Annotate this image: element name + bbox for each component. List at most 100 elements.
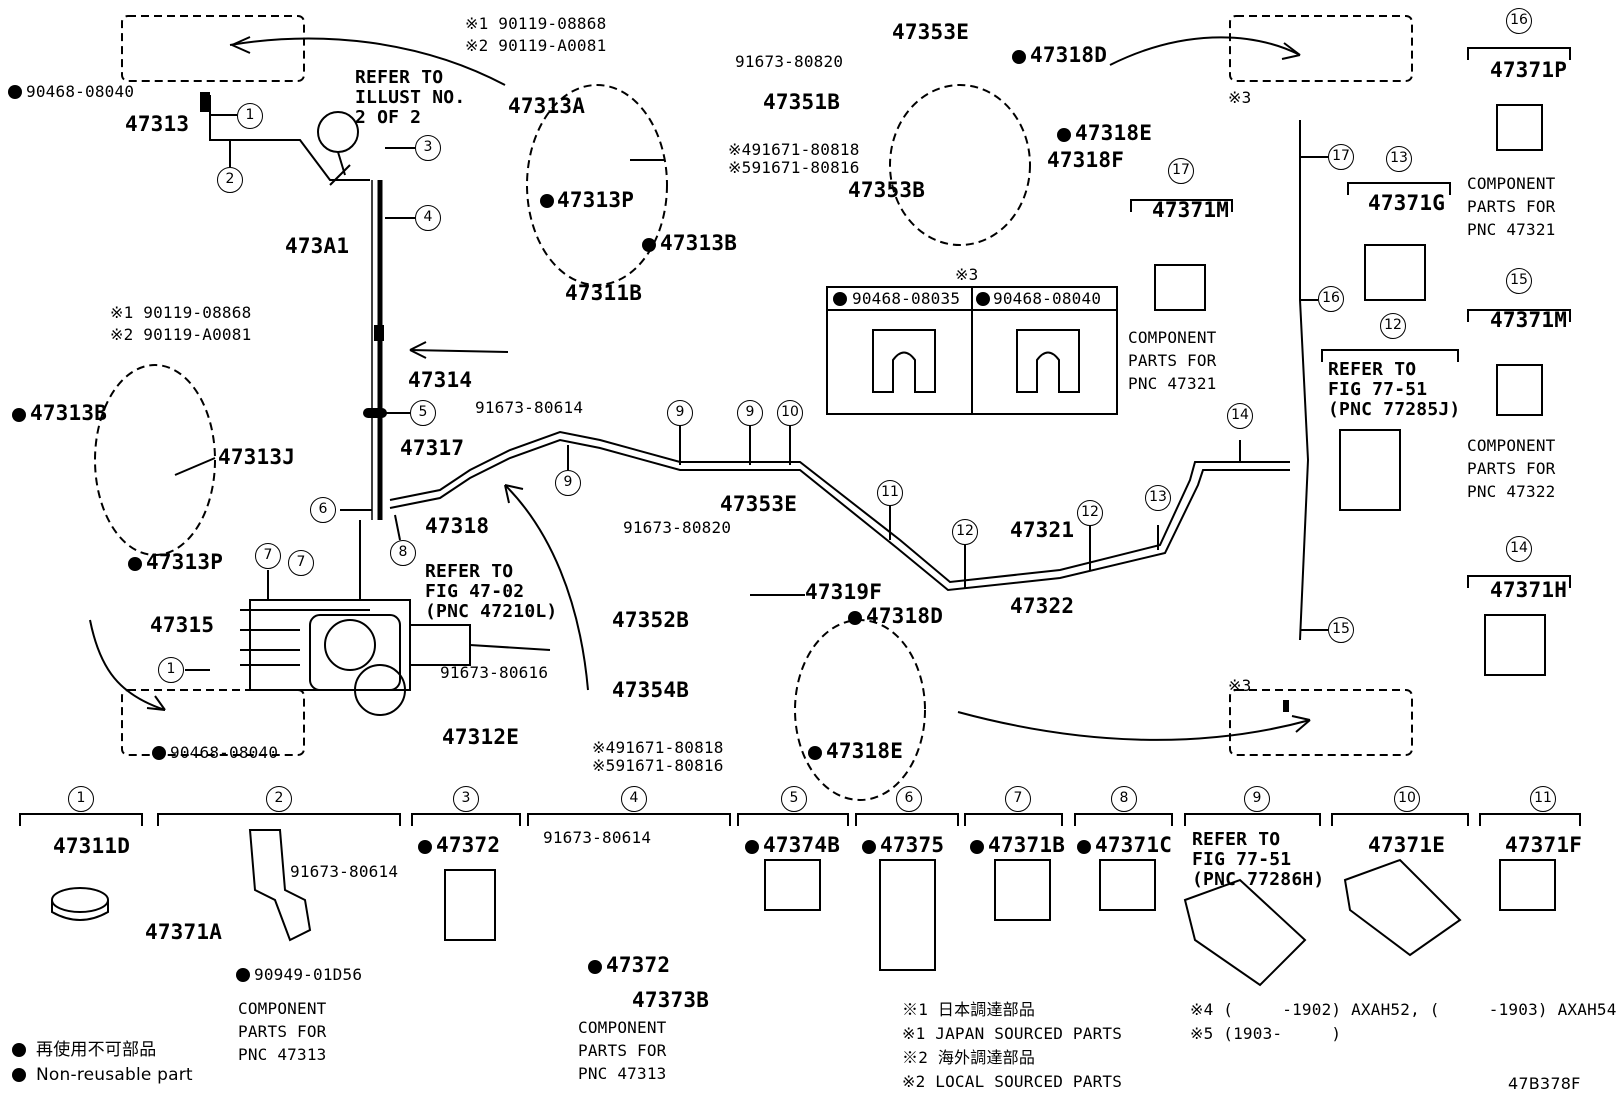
non-reusable-mark [808,746,822,760]
legend-dot [12,1043,26,1057]
bottom-part-3-num: 3 [453,786,479,812]
label-x1-left: ※1 90119-08868 [110,303,252,322]
right-part-15-num: 15 [1506,268,1532,294]
bottom-part-11-pn: 47371F [1505,833,1583,857]
legend-jp: 再使用不可部品 [36,1040,157,1060]
right-part-15-pn: 47371M [1490,308,1568,332]
index-1-top: 1 [237,103,263,129]
right-part-16-note: COMPONENT PARTS FOR PNC 47321 [1467,174,1556,239]
right-part-16-num: 16 [1506,8,1532,34]
index-8: 8 [390,540,416,566]
bottom-part-2-num: 2 [266,786,292,812]
label-47353B: 47353B [848,178,926,202]
bottom-part-9-pn: REFER TO FIG 77-51 (PNC 77286H) [1192,829,1325,890]
label-47318E-mid: 47318E [826,739,904,763]
bottom-part-4-num: 4 [621,786,647,812]
right-part-14-pn: 47371H [1490,578,1568,602]
bottom-part-1-num: 1 [68,786,94,812]
label-47313P-top: 47313P [557,188,635,212]
right-part-13-pn: 47371G [1368,191,1446,215]
bottom-part-4-pn: 91673-80614 [543,828,652,847]
detail-box-top-left [121,15,305,82]
non-reusable-mark [8,85,22,99]
label-47312E: 47312E [442,725,520,749]
detail-circle-47313J [94,364,216,556]
label-47313J: 47313J [218,445,296,469]
label-90468-bl: 90468-08040 [170,743,279,762]
bottom-part-3-pn: 47372 [436,833,501,857]
detail-circle-47318F [889,84,1031,246]
non-reusable-mark [12,408,26,422]
index-16: 16 [1318,286,1344,312]
label-47322: 47322 [1010,594,1075,618]
note-2: ※1 JAPAN SOURCED PARTS [902,1024,1123,1043]
index-10: 10 [777,400,803,426]
label-47318D-mid: 47318D [866,604,944,628]
label-47353E-mid: 47353E [720,492,798,516]
label-47352B: 47352B [612,608,690,632]
note-6: ※5 (1903- ) [1190,1024,1342,1043]
label-47319F: 47319F [805,580,883,604]
index-13: 13 [1145,485,1171,511]
bottom-part-2-sub1: 91673-80614 [290,862,399,881]
label-91673-80820-mid: 91673-80820 [623,518,732,537]
right-part-16-pn: 47371P [1490,58,1568,82]
bottom-part-2-sub2: 90949-01D56 [254,965,363,984]
label-x1-top: ※1 90119-08868 [465,14,607,33]
detail-circle-47318D [794,619,926,801]
x3-table-mark: ※3 [955,265,979,284]
right-part-17-note: COMPONENT PARTS FOR PNC 47321 [1128,328,1217,393]
bottom-part-5-pn: 47374B [763,833,841,857]
right-part-13-num: 13 [1386,146,1412,172]
label-x2-top: ※2 90119-A0081 [465,36,607,55]
label-refer-fig4702: REFER TO FIG 47-02 (PNC 47210L) [425,561,558,622]
non-reusable-mark [862,840,876,854]
index-1-bottom: 1 [158,657,184,683]
label-refer-illust: REFER TO ILLUST NO. 2 OF 2 [355,67,466,128]
detail-box-bottom-left [121,689,305,756]
label-47321: 47321 [1010,518,1075,542]
non-reusable-mark [588,960,602,974]
detail-circle-47313A [526,84,668,286]
right-part-17-num: 17 [1168,158,1194,184]
label-x4-top: ※491671-80818 [728,140,860,159]
label-47313: 47313 [125,112,190,136]
bottom-part-5-num: 5 [781,786,807,812]
label-473A1: 473A1 [285,234,350,258]
label-47318F: 47318F [1047,148,1125,172]
index-14: 14 [1227,403,1253,429]
detail-box-top-right [1229,15,1413,82]
index-12: 12 [952,519,978,545]
label-90468-tl: 90468-08040 [26,82,135,101]
x3-table-right: 90468-08040 [993,289,1102,308]
legend-en: Non-reusable part [36,1065,193,1085]
index-11: 11 [877,480,903,506]
non-reusable-mark [1057,128,1071,142]
right-part-12-num: 12 [1380,313,1406,339]
index-7b: 7 [288,550,314,576]
non-reusable-mark [128,557,142,571]
index-17: 17 [1328,144,1354,170]
index-9a: 9 [667,400,693,426]
label-x4-mid: ※491671-80818 [592,738,724,757]
label-x5-top: ※591671-80816 [728,158,860,177]
index-9c: 9 [555,470,581,496]
index-6: 6 [310,497,336,523]
bottom-part-8-num: 8 [1111,786,1137,812]
label-x2-left: ※2 90119-A0081 [110,325,252,344]
right-part-14-num: 14 [1506,536,1532,562]
bottom-part-10-pn: 47371E [1368,833,1446,857]
label-47354B: 47354B [612,678,690,702]
index-7a: 7 [255,543,281,569]
bottom-part-6-pn: 47375 [880,833,945,857]
index-5: 5 [410,400,436,426]
detail-box-bottom-right [1229,689,1413,756]
label-x5-mid: ※591671-80816 [592,756,724,775]
diagram-code: 47B378F [1508,1074,1581,1093]
legend-dot [12,1068,26,1082]
non-reusable-mark [418,840,432,854]
label-47315: 47315 [150,613,215,637]
non-reusable-mark [1077,840,1091,854]
label-91673-80820-top: 91673-80820 [735,52,844,71]
